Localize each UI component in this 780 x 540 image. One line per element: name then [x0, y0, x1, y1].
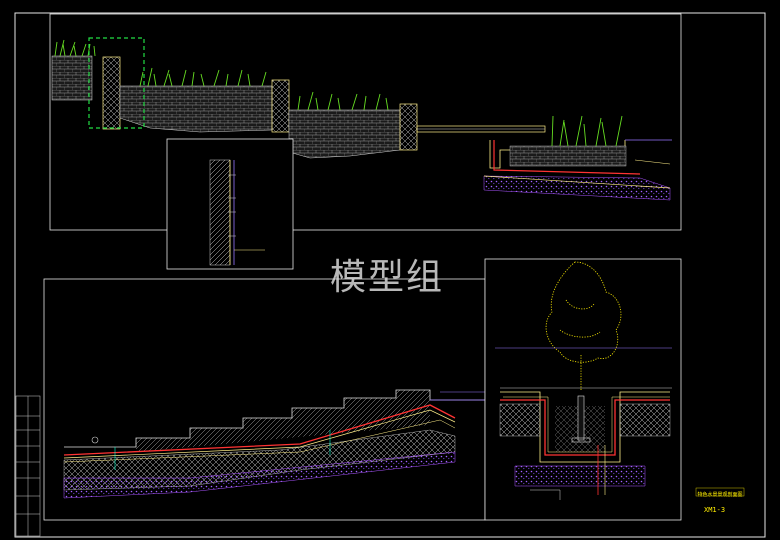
title-block-strip: [15, 395, 41, 537]
drawing-label-box: [695, 487, 745, 497]
title-block-caption: 特色水景景观剖面图: [697, 492, 743, 498]
drawing-number: XM1-3: [704, 506, 726, 514]
tree-pit-drawing: [495, 347, 672, 500]
watermark-text: 模型组: [330, 257, 445, 298]
top-section-frame: [49, 13, 682, 231]
grass-clump-icon: [54, 39, 623, 147]
detail-highlight-box: [88, 37, 145, 129]
top-section-elevation: [51, 55, 672, 201]
stair-section-drawing: [63, 389, 485, 499]
wall-detail-drawing: [209, 159, 265, 266]
outer-frame: [14, 12, 766, 538]
tree-canopy-icon: [545, 261, 622, 390]
